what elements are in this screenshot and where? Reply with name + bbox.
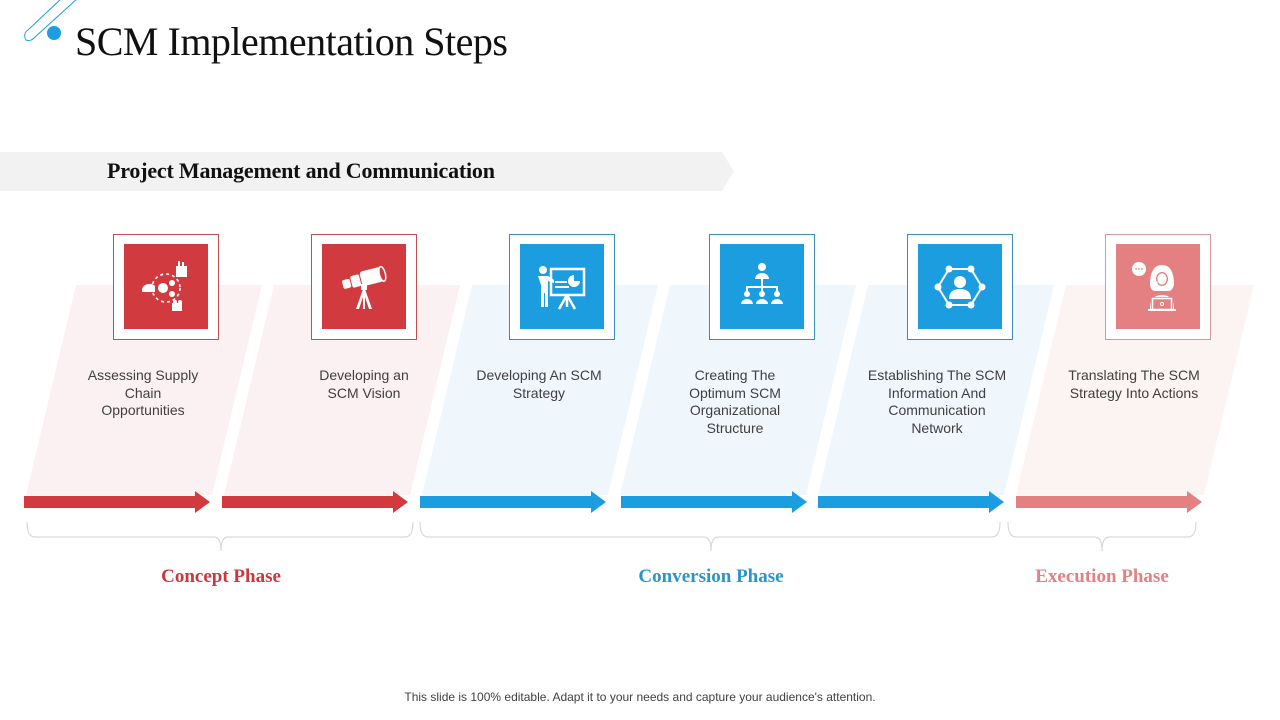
banner-arrow-shape: [0, 152, 734, 191]
arrow-step-3: [420, 491, 606, 513]
banner-label: Project Management and Communication: [107, 158, 495, 183]
step-label: Assessing Supply Chain Opportunities: [87, 367, 199, 419]
step-label: Translating The SCM Strategy Into Action…: [1068, 367, 1200, 401]
decorative-pin-icon: [24, 0, 77, 41]
org-chart-icon: [720, 244, 804, 329]
footer-note: This slide is 100% editable. Adapt it to…: [404, 690, 876, 704]
network-user-icon: [918, 244, 1002, 329]
arrow-step-4: [621, 491, 807, 513]
step-label: Establishing The SCM Information And Com…: [867, 367, 1007, 436]
bracket-conversion: [419, 521, 1001, 552]
arrow-step-1: [24, 491, 210, 513]
icon-frame: [509, 234, 615, 340]
arrow-step-2: [222, 491, 408, 513]
icon-frame: [709, 234, 815, 340]
presentation-board-icon: [520, 244, 604, 329]
step-label: Developing An SCM Strategy: [476, 367, 602, 401]
step-label: Creating The Optimum SCM Organizational …: [689, 367, 781, 436]
phase-label-concept: Concept Phase: [161, 566, 281, 587]
bracket-concept: [26, 521, 414, 552]
supply-chain-network-icon: [124, 244, 208, 329]
step-label: Developing an SCM Vision: [319, 367, 409, 401]
arrow-step-6: [1016, 491, 1202, 513]
bracket-execution: [1007, 521, 1197, 552]
phase-label-execution: Execution Phase: [1035, 566, 1169, 587]
icon-frame: [907, 234, 1013, 340]
icon-frame: [1105, 234, 1211, 340]
icon-frame: [113, 234, 219, 340]
arrow-step-5: [818, 491, 1004, 513]
page-title: SCM Implementation Steps: [75, 19, 508, 64]
telescope-icon: [322, 244, 406, 329]
banner: Project Management and Communication: [0, 152, 735, 191]
icon-frame: [311, 234, 417, 340]
phase-label-conversion: Conversion Phase: [638, 566, 784, 587]
support-agent-icon: [1116, 244, 1200, 329]
